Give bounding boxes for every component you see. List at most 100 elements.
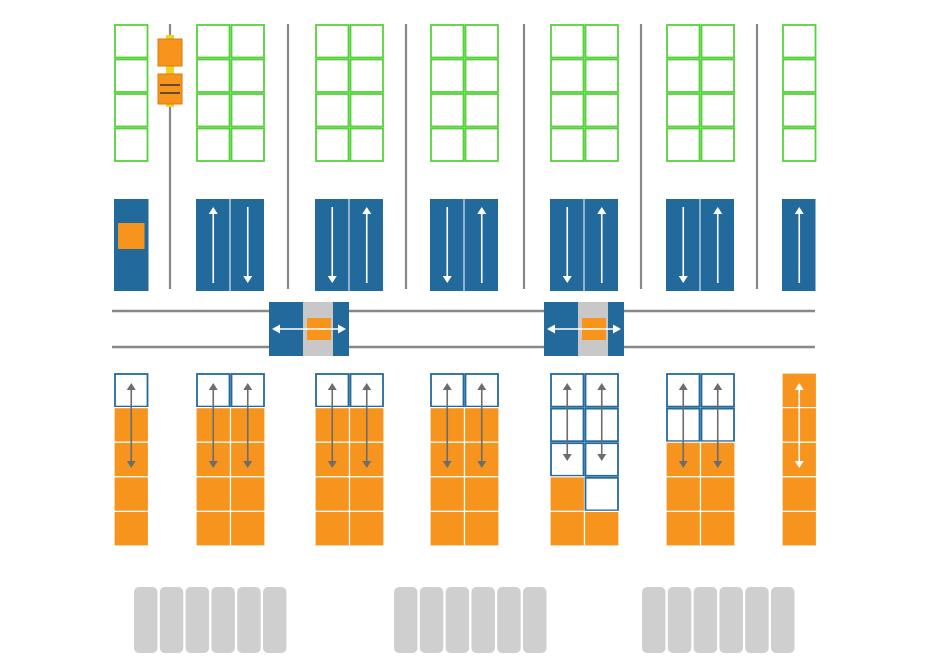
arrow-up-down-icon: [208, 383, 218, 468]
rack-cell: [315, 127, 350, 162]
rack-cell: [196, 58, 231, 93]
transfer-shuttle: [269, 302, 349, 356]
rack-cell: [782, 127, 817, 162]
buffer-stack: [665, 373, 736, 547]
arrow-left-right-icon: [547, 324, 621, 334]
rack-cell: [584, 127, 619, 162]
arrow-up-down-icon: [794, 383, 804, 468]
rack-cell: [666, 24, 701, 59]
transfer-shuttle: [544, 302, 624, 356]
rack-cell: [782, 93, 817, 128]
arrow-up-down-icon: [713, 383, 723, 468]
rack-cell: [666, 93, 701, 128]
rack-cell: [464, 93, 499, 128]
loading-dock: [134, 587, 287, 653]
rack-cell: [196, 93, 231, 128]
rack-cell: [464, 58, 499, 93]
dock-slot: [211, 587, 235, 653]
arrow-up-down-icon: [327, 383, 337, 468]
rack-cell: [315, 93, 350, 128]
aisle-conveyor: [430, 199, 498, 291]
aisle-conveyor: [315, 199, 383, 291]
filled-slot: [463, 510, 500, 547]
rack-cell: [430, 93, 465, 128]
buffer-stack: [429, 373, 500, 547]
filled-slot: [583, 510, 620, 547]
shuttle-rails: [112, 309, 815, 349]
rack-cell: [584, 93, 619, 128]
rack-cell: [550, 127, 585, 162]
rack-cell: [782, 58, 817, 93]
filled-slot: [229, 510, 266, 547]
filled-slot: [463, 476, 500, 512]
arrow-up-icon: [477, 207, 487, 283]
rack-cell: [584, 58, 619, 93]
aisle-conveyor: [196, 199, 264, 291]
storage-rack: [114, 24, 149, 162]
arrow-up-down-icon: [678, 383, 688, 468]
rack-cell: [315, 24, 350, 59]
filled-slot: [348, 510, 385, 547]
arrow-up-down-icon: [562, 383, 572, 461]
rack-cell: [666, 127, 701, 162]
dock-slot: [523, 587, 547, 653]
storage-rack: [430, 24, 499, 162]
empty-slot: [584, 476, 619, 512]
rack-cell: [430, 58, 465, 93]
lift-mast: [166, 35, 174, 107]
rack-cell: [114, 93, 149, 128]
dock-slot: [159, 587, 184, 653]
rack-cell: [349, 58, 384, 93]
vertical-lift: [157, 35, 183, 107]
loading-dock: [642, 587, 795, 653]
rack-cell: [114, 58, 149, 93]
filled-slot: [781, 476, 818, 512]
dock-slot: [263, 587, 287, 653]
rack-cell: [666, 58, 701, 93]
filled-slot: [549, 476, 586, 512]
loading-dock: [394, 587, 547, 653]
rack-cell: [550, 93, 585, 128]
filled-slot: [699, 476, 736, 512]
arrow-down-icon: [243, 207, 253, 283]
rack-cell: [114, 24, 149, 59]
filled-slot: [195, 510, 232, 547]
filled-slot: [314, 476, 351, 512]
filled-slot: [195, 476, 232, 512]
dock-slot: [419, 587, 444, 653]
tote-box: [118, 223, 145, 249]
rack-cell: [349, 93, 384, 128]
rack-cell: [349, 24, 384, 59]
storage-rack: [315, 24, 384, 162]
rack-cell: [700, 24, 735, 59]
filled-slot: [665, 476, 702, 512]
rack-cell: [230, 24, 265, 59]
arrow-up-icon: [597, 207, 607, 283]
filled-slot: [113, 510, 150, 547]
dock-slot: [719, 587, 743, 653]
dock-slot: [771, 587, 795, 653]
dock-slot: [745, 587, 769, 653]
filled-slot: [429, 476, 466, 512]
dock-slot: [667, 587, 692, 653]
rack-cell: [230, 127, 265, 162]
rack-cell: [230, 93, 265, 128]
storage-racks: [114, 24, 817, 162]
aisle-conveyor: [114, 199, 149, 291]
dock-slot: [185, 587, 210, 653]
storage-rack: [550, 24, 619, 162]
arrow-down-icon: [678, 207, 688, 283]
aisle-conveyor: [666, 199, 734, 291]
arrow-up-down-icon: [126, 383, 136, 468]
arrow-up-down-icon: [597, 383, 607, 461]
dock-slot: [497, 587, 521, 653]
buffer-stack: [314, 373, 385, 547]
dock-slot: [394, 587, 418, 653]
filled-slot: [429, 510, 466, 547]
arrow-left-right-icon: [272, 324, 346, 334]
buffer-stack: [781, 372, 818, 547]
storage-rack: [666, 24, 735, 162]
dock-slot: [642, 587, 666, 653]
arrow-down-icon: [442, 207, 452, 283]
lift-carriage: [157, 73, 183, 105]
